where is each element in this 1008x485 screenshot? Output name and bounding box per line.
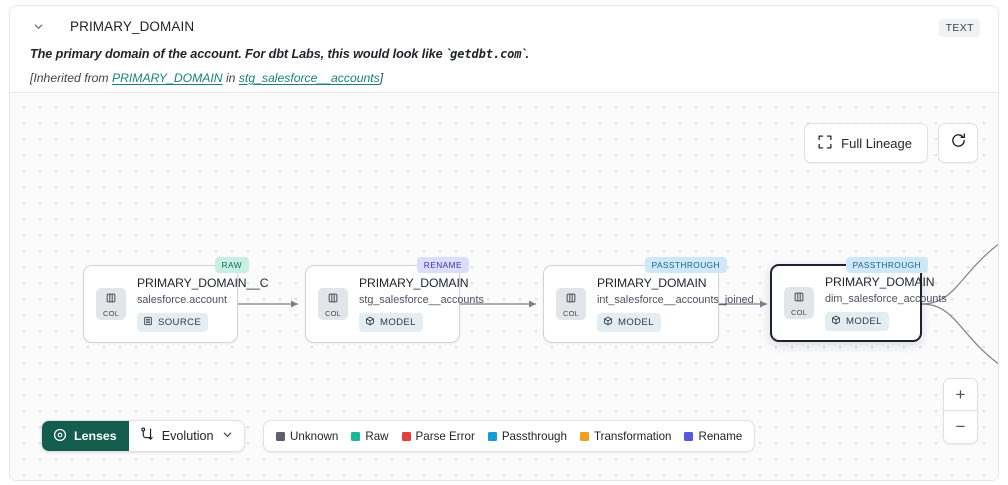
lineage-node[interactable]: RAW COL PRIMARY_DOMAIN__C salesforce.acc… [83, 257, 269, 343]
node-body: PRIMARY_DOMAIN int_salesforce__accounts_… [586, 276, 764, 332]
inherited-model-link[interactable]: stg_salesforce__accounts [238, 71, 380, 85]
col-chip-label: COL [790, 307, 808, 317]
legend-item: Unknown [276, 430, 338, 443]
page-title: PRIMARY_DOMAIN [70, 18, 195, 34]
node-subtitle: dim_salesforce_accounts [825, 293, 947, 305]
node-title: PRIMARY_DOMAIN__C [137, 276, 269, 290]
node-body: PRIMARY_DOMAIN stg_salesforce__accounts … [348, 276, 494, 332]
node-title: PRIMARY_DOMAIN [825, 275, 935, 289]
node-title: PRIMARY_DOMAIN [359, 276, 469, 290]
node-subtitle: salesforce.account [137, 294, 228, 306]
legend-item: Parse Error [401, 429, 475, 443]
legend-swatch-rename [684, 431, 694, 441]
legend-swatch-transformation [579, 431, 589, 441]
full-lineage-button[interactable]: Full Lineage [804, 123, 928, 163]
evolution-dropdown[interactable]: Evolution [128, 421, 244, 451]
legend-item: Raw [351, 429, 389, 443]
legend-label: Parse Error [415, 429, 475, 443]
lenses-toolbar: Lenses Evolution [41, 420, 245, 452]
node-type-tag: SOURCE [137, 313, 209, 332]
col-chip-label: COL [562, 308, 580, 318]
node-body: PRIMARY_DOMAIN dim_salesforce_accounts M… [814, 275, 957, 331]
column-description: The primary domain of the account. For d… [30, 47, 980, 61]
legend-swatch-parse-error [401, 431, 411, 441]
col-chip-label: COL [102, 308, 120, 318]
description-text-post: `. [521, 47, 529, 61]
cube-icon [831, 315, 841, 328]
columns-icon [105, 291, 117, 309]
col-chip: COL [784, 287, 814, 319]
legend-label: Raw [365, 429, 389, 443]
col-chip: COL [96, 288, 126, 320]
legend: Unknown Raw Parse Error Passthrough Tran… [263, 420, 756, 452]
inherited-column-link[interactable]: PRIMARY_DOMAIN [111, 71, 223, 85]
node-type-tag-label: SOURCE [158, 317, 202, 328]
node-type-tag: MODEL [825, 312, 889, 331]
node-type-tag-label: MODEL [846, 316, 882, 327]
aperture-icon [53, 428, 67, 445]
description-text-pre: The primary domain of the account. For d… [30, 47, 451, 61]
lineage-canvas[interactable]: Full Lineage RAW COL [10, 92, 998, 480]
legend-item: Rename [684, 430, 742, 443]
lenses-button[interactable]: Lenses [42, 421, 129, 451]
legend-label: Rename [698, 429, 743, 443]
lineage-node[interactable]: PASSTHROUGH COL PRIMARY_DOMAIN int_sales… [543, 257, 754, 343]
evolution-label: Evolution [161, 429, 214, 443]
inherited-from-note: [Inherited from PRIMARY_DOMAIN in stg_sa… [30, 71, 980, 85]
chevron-down-icon[interactable] [30, 18, 46, 34]
legend-swatch-unknown [276, 431, 285, 441]
node-kind-badge: RAW [214, 257, 249, 273]
col-chip: COL [556, 288, 586, 320]
col-chip-label: COL [324, 308, 342, 318]
lenses-label: Lenses [74, 429, 117, 443]
node-kind-badge: PASSTHROUGH [644, 257, 727, 273]
column-header: PRIMARY_DOMAIN TEXT The primary domain o… [10, 6, 998, 92]
legend-label: Transformation [593, 429, 672, 443]
full-lineage-label: Full Lineage [841, 135, 912, 151]
legend-swatch-passthrough [487, 431, 497, 441]
columns-icon [565, 291, 577, 309]
inherited-prefix: [Inherited from [30, 71, 112, 85]
legend-item: Passthrough [487, 429, 567, 443]
inherited-suffix: ] [379, 71, 384, 85]
column-detail-card: PRIMARY_DOMAIN TEXT The primary domain o… [9, 5, 999, 481]
inherited-middle: in [222, 71, 239, 85]
legend-swatch-raw [351, 431, 361, 441]
lineage-node-selected[interactable]: PASSTHROUGH COL PRIMARY_DOMAIN dim_sales… [770, 257, 947, 342]
refresh-button[interactable] [938, 123, 978, 163]
node-kind-badge: RENAME [416, 257, 469, 273]
zoom-controls: + − [943, 378, 978, 444]
node-type-tag-label: MODEL [618, 317, 654, 328]
expand-corners-icon [818, 135, 832, 152]
legend-label: Passthrough [501, 429, 567, 443]
node-subtitle: stg_salesforce__accounts [359, 294, 484, 306]
columns-icon [793, 290, 805, 308]
col-chip: COL [318, 288, 348, 320]
cube-icon [365, 316, 375, 329]
node-title: PRIMARY_DOMAIN [597, 276, 707, 290]
legend-item: Transformation [579, 429, 672, 443]
refresh-icon [950, 132, 967, 154]
columns-icon [327, 291, 339, 309]
node-subtitle: int_salesforce__accounts_joined [597, 294, 754, 306]
cube-icon [603, 316, 613, 329]
node-type-tag: MODEL [359, 313, 423, 332]
canvas-top-controls: Full Lineage [804, 123, 978, 163]
node-kind-badge: PASSTHROUGH [845, 257, 928, 273]
zoom-out-button[interactable]: − [955, 417, 966, 436]
description-code: getdbt.com [450, 47, 522, 61]
lineage-node[interactable]: RENAME COL PRIMARY_DOMAIN stg_salesforce… [305, 257, 484, 343]
evolution-fork-icon [140, 427, 154, 445]
legend-label: Unknown [290, 429, 339, 443]
node-body: PRIMARY_DOMAIN__C salesforce.account SOU… [126, 276, 279, 332]
chevron-down-icon [222, 429, 233, 443]
node-type-tag: MODEL [597, 313, 661, 332]
database-icon [143, 316, 153, 329]
node-type-tag-label: MODEL [380, 317, 416, 328]
status-badge: TEXT [938, 19, 980, 37]
zoom-in-button[interactable]: + [944, 379, 977, 411]
